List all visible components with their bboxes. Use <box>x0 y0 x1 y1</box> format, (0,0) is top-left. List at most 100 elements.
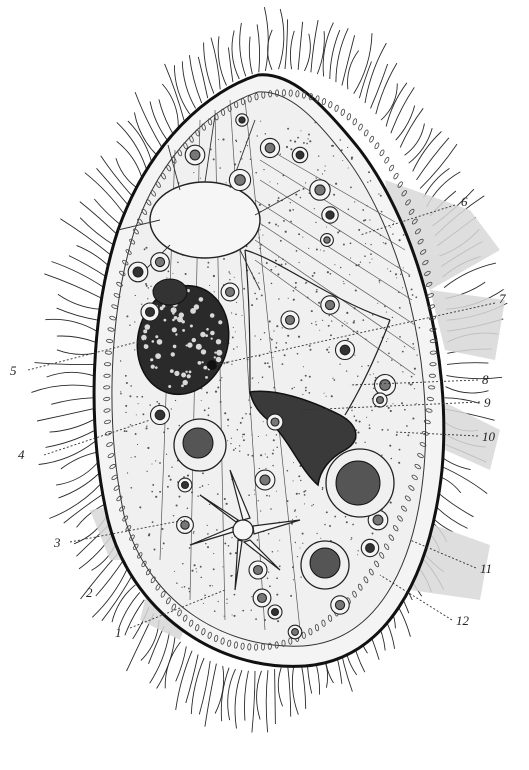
granule <box>410 384 412 386</box>
granule <box>309 376 311 378</box>
granule <box>267 456 269 458</box>
granule <box>191 570 193 572</box>
chromatin-spot <box>172 327 177 332</box>
granule <box>247 145 248 146</box>
food-vacuole <box>310 180 330 200</box>
chromatin-spot <box>173 345 177 349</box>
granule <box>228 271 230 273</box>
granule <box>357 554 358 555</box>
granule <box>218 139 219 140</box>
granule <box>273 439 275 441</box>
granule <box>413 347 414 348</box>
chromatin-spot <box>174 316 178 320</box>
granule <box>208 414 210 416</box>
granule <box>209 285 210 286</box>
granule <box>281 363 283 365</box>
cilium <box>162 84 178 127</box>
cilium <box>279 9 284 69</box>
granule <box>166 454 167 455</box>
granule <box>201 400 202 401</box>
granule <box>233 449 235 451</box>
granule <box>263 169 264 170</box>
granule <box>334 516 336 518</box>
granule <box>285 342 287 344</box>
food-vacuole <box>373 393 387 407</box>
granule <box>386 312 387 313</box>
granule <box>313 504 314 505</box>
granule <box>366 417 367 418</box>
granule <box>416 403 417 404</box>
food-vacuole <box>249 561 267 579</box>
granule <box>371 410 373 412</box>
food-vacuole <box>253 589 271 607</box>
granule <box>239 450 240 451</box>
cilium <box>446 376 502 379</box>
granule <box>289 209 291 211</box>
chromatin-spot <box>182 329 185 332</box>
granule <box>201 577 203 579</box>
granule <box>298 493 299 494</box>
granule <box>296 250 298 252</box>
food-vacuole <box>375 375 396 396</box>
granule <box>145 247 147 249</box>
granule <box>259 204 261 206</box>
granule <box>357 431 359 433</box>
granule <box>125 412 126 413</box>
chromatin-spot <box>151 365 155 369</box>
granule <box>385 242 387 244</box>
trichocyst <box>322 98 326 105</box>
granule <box>302 533 304 535</box>
granule <box>314 208 315 209</box>
granule <box>308 392 310 394</box>
trichocyst <box>352 118 357 125</box>
granule <box>404 346 405 347</box>
food-vacuole <box>336 341 355 360</box>
granule <box>314 122 316 124</box>
cilium <box>191 658 204 714</box>
chromatin-spot <box>160 306 164 310</box>
granule <box>403 234 405 236</box>
granule <box>247 454 249 456</box>
granule <box>308 134 310 136</box>
food-vacuole-large-3 <box>174 419 226 471</box>
granule <box>242 417 244 419</box>
food-vacuole <box>268 605 282 619</box>
chromatin-spot <box>170 369 174 373</box>
granule <box>399 449 401 451</box>
chromatin-spot <box>187 342 192 347</box>
cilium <box>323 23 333 77</box>
granule <box>266 495 268 497</box>
granule <box>286 146 288 148</box>
granule <box>399 307 401 309</box>
cilium <box>69 256 107 277</box>
granule <box>298 336 300 338</box>
granule <box>254 494 255 495</box>
granule <box>177 262 179 264</box>
granule <box>298 233 300 235</box>
food-vacuole <box>128 262 148 282</box>
cilium <box>292 664 298 715</box>
granule <box>339 364 340 365</box>
granule <box>329 347 330 348</box>
granule <box>347 147 348 148</box>
granule <box>305 387 307 389</box>
trichocyst <box>379 149 385 156</box>
granule <box>342 160 343 161</box>
granule <box>295 282 297 284</box>
granule <box>196 571 197 572</box>
granule <box>369 219 370 220</box>
granule <box>350 187 352 189</box>
granule <box>168 475 170 477</box>
cilium <box>176 651 192 710</box>
granule <box>265 454 266 455</box>
granule <box>124 430 126 432</box>
granule <box>217 493 219 495</box>
granule <box>390 227 391 228</box>
granule <box>280 153 281 154</box>
granule <box>411 288 413 290</box>
granule <box>146 471 147 472</box>
granule <box>323 250 324 251</box>
granule <box>343 281 344 282</box>
granule <box>156 401 158 403</box>
granule <box>163 542 165 544</box>
